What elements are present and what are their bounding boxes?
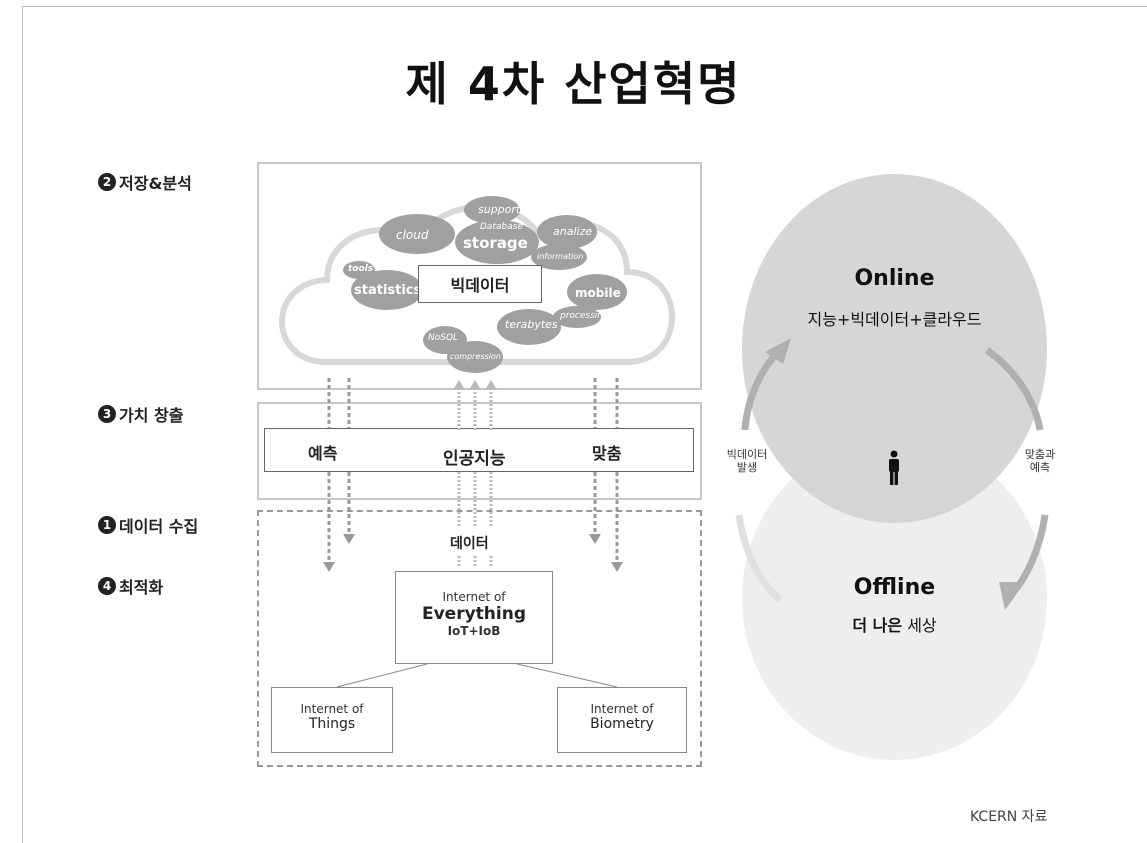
step-storage-analysis: 2 저장&분석 — [98, 170, 192, 194]
cloud-tag: tools — [348, 264, 374, 274]
custom-label: 맞춤 — [592, 444, 622, 463]
step-label: 가치 창출 — [119, 406, 184, 425]
iot-line1: Internet of — [300, 702, 364, 716]
right-down-arrow — [1010, 514, 1049, 595]
step-number-3: 3 — [98, 405, 116, 423]
iob-line1: Internet of — [590, 702, 654, 716]
arrow-head-icon — [999, 582, 1025, 610]
cloud-tag: NoSQL — [428, 333, 459, 343]
ai-label-bg — [416, 430, 516, 470]
ai-label-front: 인공지능 — [443, 449, 506, 469]
right-upper-arc — [984, 347, 1044, 431]
bigdata-label-box: 빅데이터 — [418, 265, 542, 303]
cloud-tag: support — [478, 203, 521, 216]
step-label: 최적화 — [119, 578, 164, 597]
iob-box: Internet of Biometry — [557, 687, 687, 753]
left-arrow-line1: 빅데이터 — [726, 448, 768, 461]
cloud-tag: storage — [463, 234, 528, 252]
cloud-tag: Database — [480, 222, 523, 232]
cloud-illustration — [279, 196, 675, 373]
iot-line2: Things — [308, 716, 356, 732]
right-arrow-line1: 맞춤과 — [1024, 448, 1056, 461]
step-number-1: 1 — [98, 516, 116, 534]
step-data-collection: 1 데이터 수집 — [98, 513, 198, 537]
page-title: 제 4차 산업혁명 — [405, 57, 742, 111]
cloud-tag: analize — [553, 225, 593, 238]
cloud-tag: information — [537, 252, 584, 261]
offline-sub-rest: 세상 — [907, 616, 937, 635]
offline-sub: 더 나은 세상 — [742, 612, 1047, 636]
cloud-bubble — [343, 261, 375, 279]
source-note: KCERN 자료 — [970, 809, 1048, 825]
arrow-head-icon — [453, 380, 465, 390]
cloud-tag: terabytes — [505, 318, 558, 331]
left-up-arrow — [741, 347, 783, 431]
step-number-4: 4 — [98, 577, 116, 595]
offline-label: Offline — [853, 575, 936, 600]
data-collection-panel — [257, 510, 702, 767]
data-label: 데이터 — [450, 536, 489, 552]
arrow-head-icon — [323, 562, 335, 572]
cloud-bubbles — [343, 196, 627, 373]
iob-line2: Biometry — [590, 716, 654, 732]
iot-box: Internet of Things — [271, 687, 393, 753]
arrow-head-icon — [589, 534, 601, 544]
ioe-line1: Internet of — [442, 590, 506, 604]
ioe-line2: Everything — [421, 604, 527, 624]
cloud-bubble — [497, 309, 561, 345]
ioe-connectors — [336, 663, 618, 688]
cloud-tag: compression — [450, 352, 501, 361]
cloud-bubble — [351, 270, 423, 310]
left-arrow-label: 빅데이터 발생 — [722, 448, 772, 474]
step-label: 데이터 수집 — [119, 517, 199, 536]
cloud-bubble — [455, 220, 539, 264]
cloud-tag: statistics — [354, 283, 422, 298]
ioe-line3: IoT+IoB — [447, 624, 501, 638]
cycle-arrows — [735, 338, 1049, 610]
step-value-creation: 3 가치 창출 — [98, 402, 183, 426]
cloud-bubble — [447, 341, 503, 373]
online-sub: 지능+빅데이터+클라우드 — [807, 310, 982, 329]
right-arrow-label: 맞춤과 예측 — [1015, 448, 1065, 474]
cloud-bubble — [537, 215, 597, 249]
cloud-bubble — [553, 306, 601, 328]
left-lower-arc — [735, 514, 783, 603]
page-frame-left — [22, 6, 23, 843]
online-label: Online — [854, 266, 935, 291]
arrow-head-icon — [611, 562, 623, 572]
step-optimization: 4 최적화 — [98, 574, 163, 598]
cloud-bubble — [464, 196, 520, 224]
cloud-bubble — [531, 244, 587, 270]
arrow-head-icon — [485, 380, 497, 390]
right-arrow-line2: 예측 — [1029, 461, 1051, 474]
person-icon — [889, 450, 899, 485]
cloud-bubble — [567, 274, 627, 310]
data-label-bg — [440, 528, 500, 554]
arrow-head-icon — [765, 338, 791, 364]
arrow-head-icon — [343, 534, 355, 544]
cloud-tag: processing — [560, 311, 609, 321]
cloud-bubble — [379, 214, 455, 254]
step-number-2: 2 — [98, 173, 116, 191]
left-arrow-line2: 발생 — [736, 461, 758, 474]
cloud-tag: mobile — [575, 286, 621, 300]
ioe-box: Internet of Everything IoT+IoB — [395, 571, 553, 664]
predict-label: 예측 — [308, 444, 338, 463]
step-label: 저장&분석 — [119, 174, 192, 193]
page-frame-top — [22, 6, 1147, 7]
offline-sub-bold: 더 나은 — [852, 616, 903, 635]
cloud-tag: cloud — [396, 228, 429, 242]
arrow-head-icon — [469, 380, 481, 390]
